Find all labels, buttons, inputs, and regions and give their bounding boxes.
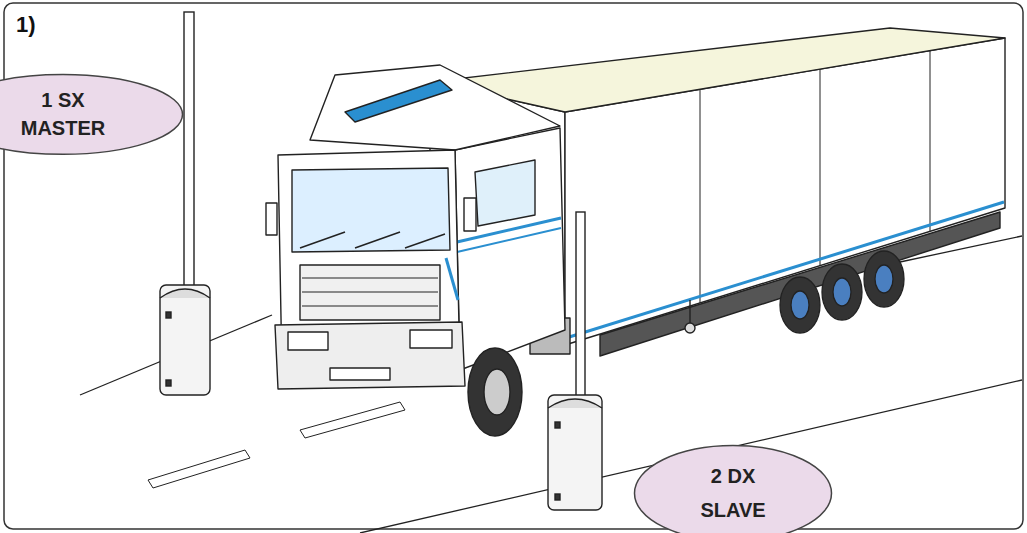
hub [484, 369, 510, 415]
front-wheel [468, 348, 522, 436]
wiper [355, 232, 400, 248]
front-stripe [446, 258, 458, 300]
housing-cap [548, 399, 602, 408]
screw [555, 494, 560, 500]
landing-gear [689, 300, 690, 325]
roof-fairing [310, 65, 560, 150]
screw [166, 312, 171, 318]
panel-line [930, 51, 931, 231]
grille-bar [302, 292, 438, 293]
grille-bar [302, 278, 438, 279]
screw [166, 380, 171, 386]
panel-line [700, 89, 701, 303]
barrier-master [160, 12, 210, 395]
fairing-stripe [345, 80, 452, 122]
number-plate [330, 368, 390, 380]
frame [4, 3, 1023, 529]
badge-ellipse [635, 445, 832, 533]
wheel [780, 277, 820, 333]
landing-foot [685, 323, 695, 333]
badge-outline [0, 73, 184, 156]
barrier-pole [184, 12, 194, 290]
badge: 1 SX MASTER [0, 73, 184, 156]
badge-ellipse [0, 74, 183, 154]
mirror [464, 198, 476, 231]
panel-line [820, 69, 821, 266]
lane-mark [148, 450, 250, 488]
hub [833, 278, 851, 306]
windshield [292, 168, 450, 252]
wheel [864, 251, 904, 307]
wiper [300, 232, 345, 248]
mirror [266, 203, 277, 235]
door-window [475, 160, 535, 226]
grille [300, 265, 440, 320]
barrier-pole [576, 212, 585, 402]
hub [791, 291, 809, 319]
cab-side [455, 128, 565, 370]
screw [555, 422, 560, 428]
barrier-housing [160, 285, 210, 395]
housing-cap [160, 289, 210, 298]
barrier-slave [548, 212, 602, 510]
bumper [275, 322, 465, 389]
badge-label: 1 SX MASTER [13, 86, 113, 142]
badge-label: 2 DX SLAVE [688, 459, 778, 527]
headlight [410, 330, 452, 348]
wiper [405, 234, 445, 248]
wheel [822, 264, 862, 320]
barrier-housing [548, 395, 602, 510]
headlight [288, 332, 328, 350]
grille-bar [302, 306, 438, 307]
figure-number: 1) [16, 12, 36, 38]
trailer-roof [430, 28, 1005, 112]
badge: 2 DX SLAVE [633, 444, 833, 533]
trailer-stripe [566, 202, 1004, 338]
rear-wheels [780, 251, 904, 333]
lane-mark [300, 402, 405, 438]
hub [875, 265, 893, 293]
cab [266, 65, 570, 436]
